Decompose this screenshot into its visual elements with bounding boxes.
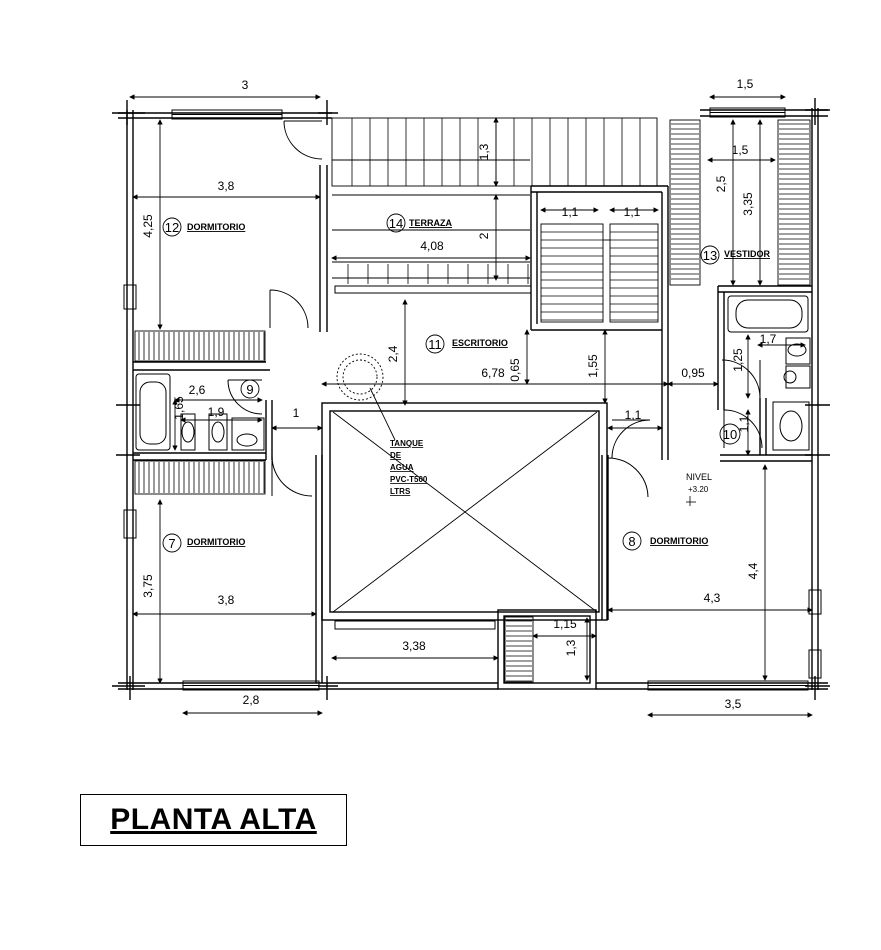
- dimension-labels: 3 1,5 1,5 2,5 3,35 3,8 4,25 1,3 2 4,08 1…: [141, 77, 777, 711]
- room-8-label: 8 DORMITORIO: [622, 531, 708, 551]
- svg-text:1: 1: [293, 406, 300, 420]
- svg-text:+3.20: +3.20: [688, 485, 709, 494]
- svg-text:2,8: 2,8: [243, 693, 260, 707]
- room-13-label: 13 VESTIDOR: [700, 245, 771, 265]
- room-11-label: 11 ESCRITORIO: [425, 334, 508, 354]
- svg-text:ESCRITORIO: ESCRITORIO: [452, 338, 508, 348]
- dimension-lines: [129, 94, 813, 718]
- sink-9: [231, 417, 265, 451]
- svg-text:3,8: 3,8: [218, 179, 235, 193]
- bathtub-10: [727, 295, 809, 333]
- svg-text:9: 9: [246, 382, 253, 397]
- svg-text:1,1: 1,1: [625, 408, 642, 422]
- level-marker: NIVEL +3.20: [686, 472, 712, 506]
- plan-title: PLANTA ALTA: [110, 803, 317, 836]
- interior-walls: [133, 165, 812, 690]
- svg-text:4,08: 4,08: [420, 239, 444, 253]
- svg-text:4,25: 4,25: [141, 214, 155, 238]
- svg-text:2,6: 2,6: [189, 383, 206, 397]
- svg-text:1,1: 1,1: [624, 205, 641, 219]
- bidet-9: [208, 413, 228, 451]
- door-swings: [227, 120, 763, 498]
- svg-text:2: 2: [477, 232, 491, 239]
- svg-text:1,7: 1,7: [760, 332, 777, 346]
- svg-text:NIVEL: NIVEL: [686, 472, 712, 482]
- svg-text:1,3: 1,3: [564, 639, 578, 656]
- exterior-walls: [112, 98, 830, 700]
- svg-text:1,5: 1,5: [737, 77, 754, 91]
- svg-text:1,15: 1,15: [553, 617, 577, 631]
- svg-text:3: 3: [242, 78, 249, 92]
- svg-text:2,4: 2,4: [386, 345, 400, 362]
- terraza-slat-lines: [347, 118, 641, 284]
- svg-text:TERRAZA: TERRAZA: [409, 218, 452, 228]
- svg-text:1,3: 1,3: [477, 143, 491, 160]
- svg-text:2,5: 2,5: [714, 175, 728, 192]
- tank-symbol: [332, 353, 598, 613]
- bathtub-9: [135, 373, 171, 451]
- svg-text:1,65: 1,65: [172, 396, 186, 420]
- svg-text:1,1: 1,1: [737, 415, 751, 432]
- svg-text:DORMITORIO: DORMITORIO: [187, 537, 245, 547]
- main-stair: [540, 223, 659, 323]
- svg-text:10: 10: [723, 427, 737, 442]
- stair-steps: [541, 231, 658, 321]
- svg-text:6,78: 6,78: [481, 366, 505, 380]
- svg-text:12: 12: [165, 220, 179, 235]
- hatch-lines: [138, 123, 809, 682]
- svg-text:4,3: 4,3: [704, 591, 721, 605]
- svg-text:7: 7: [168, 536, 175, 551]
- svg-text:8: 8: [628, 534, 635, 549]
- tank-note: TANQUE DE AGUA PVC-T500 LTRS: [390, 439, 428, 496]
- toilet-10: [783, 337, 811, 389]
- svg-text:3,35: 3,35: [741, 192, 755, 216]
- svg-text:VESTIDOR: VESTIDOR: [724, 249, 771, 259]
- svg-text:DE: DE: [390, 451, 402, 460]
- room-labels: 12 DORMITORIO 14 TERRAZA 13 VESTIDOR 11 …: [162, 213, 771, 553]
- svg-text:14: 14: [389, 216, 403, 231]
- svg-text:AGUA: AGUA: [390, 463, 414, 472]
- svg-text:3,8: 3,8: [218, 593, 235, 607]
- svg-text:PVC-T500: PVC-T500: [390, 475, 428, 484]
- svg-text:DORMITORIO: DORMITORIO: [650, 536, 708, 546]
- svg-text:3,38: 3,38: [402, 639, 426, 653]
- windows: [123, 107, 822, 691]
- svg-text:0,65: 0,65: [508, 358, 522, 382]
- svg-text:1,55: 1,55: [586, 354, 600, 378]
- svg-text:DORMITORIO: DORMITORIO: [187, 222, 245, 232]
- svg-text:LTRS: LTRS: [390, 487, 411, 496]
- svg-text:0,95: 0,95: [681, 366, 705, 380]
- room-12-label: 12 DORMITORIO: [162, 217, 245, 237]
- svg-text:4,4: 4,4: [746, 562, 760, 579]
- closets-hatch: [134, 119, 811, 683]
- room-7-label: 7 DORMITORIO: [162, 533, 245, 553]
- svg-text:TANQUE: TANQUE: [390, 439, 424, 448]
- room-9-label: 9: [240, 379, 260, 399]
- plan-title-box: PLANTA ALTA: [80, 794, 347, 846]
- svg-text:3,5: 3,5: [725, 697, 742, 711]
- svg-text:1,1: 1,1: [562, 205, 579, 219]
- terraza-slats: [331, 117, 658, 279]
- svg-text:3,75: 3,75: [141, 574, 155, 598]
- svg-text:1,5: 1,5: [732, 143, 749, 157]
- svg-text:1,25: 1,25: [731, 348, 745, 372]
- svg-text:1,9: 1,9: [208, 405, 225, 419]
- svg-text:13: 13: [703, 248, 717, 263]
- sink-10: [772, 401, 810, 451]
- svg-text:11: 11: [428, 337, 442, 352]
- room-14-label: 14 TERRAZA: [386, 213, 452, 233]
- room-10-label: 10: [719, 423, 741, 445]
